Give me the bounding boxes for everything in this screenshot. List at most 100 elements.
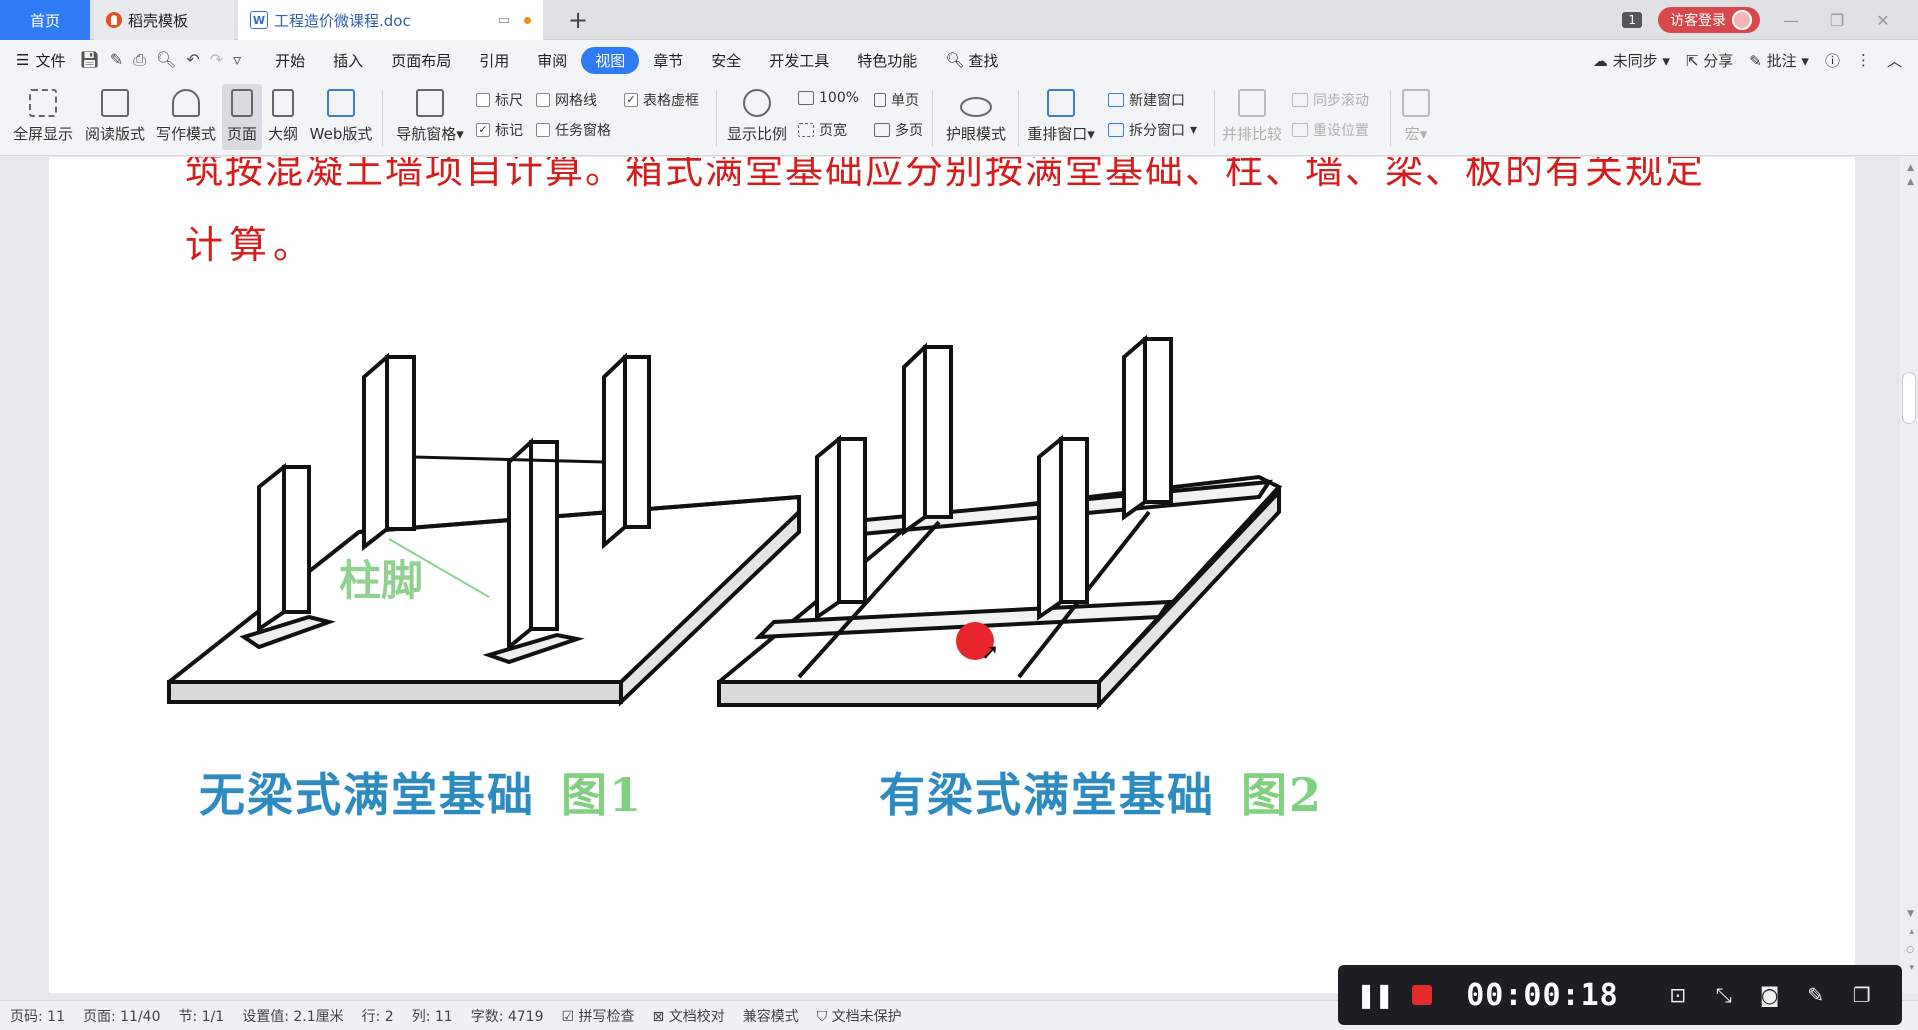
screen-recorder-toolbar: ❚❚ 00:00:18 ⊡ ⤡ ◙ ✎ ❐ <box>1338 965 1902 1025</box>
file-menu[interactable]: ☰ 文件 <box>16 50 65 71</box>
gridlines-checkbox[interactable]: 网格线 <box>536 90 597 110</box>
pause-icon[interactable]: ❚❚ <box>1356 981 1394 1009</box>
scroll-up-icon[interactable]: ▲ <box>1907 163 1914 173</box>
browse-object-icon[interactable]: ○ <box>1906 945 1914 955</box>
new-window-button[interactable]: 新建窗口 <box>1108 90 1185 110</box>
document-page[interactable]: 筑按混凝土墙项目计算。箱式满堂基础应分别按满堂基础、柱、墙、梁、板的有关规定 计… <box>49 157 1855 993</box>
zoom-100-icon <box>798 91 814 105</box>
macro-button[interactable]: 宏▾ <box>1396 84 1436 150</box>
pen-annotate-icon[interactable]: ✎ <box>1807 983 1825 1007</box>
menu-review[interactable]: 审阅 <box>537 51 568 70</box>
reset-position-button[interactable]: 重设位置 <box>1292 120 1369 140</box>
menu-security[interactable]: 安全 <box>711 51 742 70</box>
read-mode-button[interactable]: 阅读版式 <box>82 84 148 150</box>
zoom-100-button[interactable]: 100% <box>798 90 859 106</box>
redo-icon[interactable]: ↷ <box>209 50 224 69</box>
web-layout-button[interactable]: Web版式 <box>306 84 376 150</box>
write-mode-button[interactable]: 写作模式 <box>153 84 219 150</box>
close-icon[interactable]: ✕ <box>1876 10 1890 30</box>
fullscreen-button[interactable]: 全屏显示 <box>10 84 76 150</box>
task-pane-checkbox[interactable]: 任务窗格 <box>536 120 611 140</box>
menu-developer[interactable]: 开发工具 <box>769 51 830 70</box>
page-up-icon[interactable]: ▲ <box>1907 177 1914 187</box>
sync-button[interactable]: ☁ 未同步 ▾ <box>1592 51 1670 70</box>
side-by-side-button[interactable]: 并排比较 <box>1220 84 1284 150</box>
table-grid-checkbox[interactable]: ✓表格虚框 <box>624 90 699 110</box>
restore-icon[interactable]: ❐ <box>1829 10 1845 30</box>
guest-login-button[interactable]: 访客登录 <box>1658 7 1760 33</box>
multi-page-button[interactable]: 多页 <box>874 120 923 140</box>
search-button[interactable]: 🔍︎ 查找 <box>945 50 998 71</box>
status-row[interactable]: 行: 2 <box>361 1008 394 1025</box>
menu-chapter[interactable]: 章节 <box>653 51 684 70</box>
customize-qa-icon[interactable]: ▿ <box>233 50 242 69</box>
slab-beam-figure <box>717 334 1283 711</box>
rearrange-window-button[interactable]: 重排窗口▾ <box>1024 84 1098 150</box>
collapse-ribbon-icon[interactable]: ︿ <box>1886 51 1902 70</box>
ruler-checkbox[interactable]: 标尺 <box>476 90 523 110</box>
zoom-button[interactable]: 显示比例 <box>724 84 790 150</box>
scroll-down-icon[interactable]: ▼ <box>1907 909 1914 919</box>
next-page-icon[interactable]: ▾ <box>1909 963 1914 973</box>
sync-scroll-button[interactable]: 同步滚动 <box>1292 90 1369 110</box>
spell-check-button[interactable]: ☑ 拼写检查 <box>561 1008 635 1025</box>
split-window-button[interactable]: 拆分窗口▾ <box>1108 120 1197 140</box>
tab-home[interactable]: 首页 <box>0 0 90 40</box>
vertical-scrollbar[interactable]: ▲ ▲ ▼ ▴ ○ ▾ <box>1900 157 1918 993</box>
figure2-title: 有梁式满堂基础 <box>879 768 1215 822</box>
status-pages[interactable]: 页面: 11/40 <box>82 1008 161 1025</box>
new-tab-button[interactable]: + <box>567 6 589 34</box>
help-icon[interactable]: ⓘ <box>1824 51 1840 70</box>
region-capture-icon[interactable]: ⊡ <box>1669 983 1687 1007</box>
minimize-icon[interactable]: — <box>1783 10 1799 30</box>
more-icon[interactable]: ⋮ <box>1855 51 1871 69</box>
status-word-count[interactable]: 字数: 4719 <box>470 1008 544 1025</box>
menu-start[interactable]: 开始 <box>275 51 306 70</box>
menu-view[interactable]: 视图 <box>581 46 640 74</box>
split-window-icon <box>1108 123 1124 137</box>
menu-special[interactable]: 特色功能 <box>857 51 918 70</box>
status-setting[interactable]: 设置值: 2.1厘米 <box>242 1008 344 1025</box>
zoom-icon <box>743 89 771 117</box>
menu-insert[interactable]: 插入 <box>333 51 364 70</box>
hamburger-icon: ☰ <box>16 51 30 69</box>
doc-proof-button[interactable]: ⊠ 文档校对 <box>652 1008 725 1025</box>
share-button[interactable]: ⇱ 分享 <box>1685 51 1734 70</box>
figure2-caption: 有梁式满堂基础图2 <box>879 759 1323 825</box>
scroll-thumb[interactable] <box>1902 372 1916 424</box>
guest-login-label: 访客登录 <box>1670 13 1726 29</box>
stop-record-icon[interactable] <box>1412 985 1433 1005</box>
task-pane-check-icon <box>536 123 550 137</box>
format-painter-icon[interactable]: ✎ <box>109 50 124 69</box>
book-icon <box>101 89 129 117</box>
eye-mode-button[interactable]: 护眼模式 <box>940 84 1012 150</box>
window-mode-icon[interactable]: ❐ <box>1852 983 1871 1007</box>
nav-pane-icon <box>416 89 444 117</box>
nav-pane-button[interactable]: 导航窗格▾ <box>392 84 468 150</box>
marks-check-icon: ✓ <box>476 123 490 137</box>
single-page-button[interactable]: 单页 <box>874 90 919 110</box>
save-icon[interactable]: 💾︎ <box>79 50 100 69</box>
comment-button[interactable]: ✎ 批注 ▾ <box>1749 51 1809 70</box>
status-section[interactable]: 节: 1/1 <box>178 1008 225 1025</box>
document-area: 筑按混凝土墙项目计算。箱式满堂基础应分别按满堂基础、柱、墙、梁、板的有关规定 计… <box>0 157 1918 993</box>
menu-page-layout[interactable]: 页面布局 <box>391 51 452 70</box>
tab-document[interactable]: W 工程造价微课程.doc ▭ <box>238 0 543 40</box>
outline-button[interactable]: 大纲 <box>264 84 302 150</box>
tab-daoke[interactable]: 稻壳模板 <box>94 0 234 40</box>
undo-icon[interactable]: ↶ <box>186 50 200 69</box>
shrink-icon[interactable]: ⤡ <box>1715 983 1732 1007</box>
monitor-icon[interactable]: ▭ <box>497 12 510 28</box>
menu-references[interactable]: 引用 <box>479 51 510 70</box>
doc-protect-button[interactable]: ⛉ 文档未保护 <box>816 1008 902 1025</box>
status-page-number[interactable]: 页码: 11 <box>10 1008 65 1025</box>
print-icon[interactable]: ⎙ <box>133 50 146 69</box>
marks-checkbox[interactable]: ✓标记 <box>476 120 523 140</box>
camera-icon[interactable]: ◙ <box>1760 983 1780 1007</box>
page-width-button[interactable]: 页宽 <box>798 120 847 140</box>
prev-page-icon[interactable]: ▴ <box>1909 927 1914 937</box>
page-view-button[interactable]: 页面 <box>222 84 262 150</box>
window-count-badge[interactable]: 1 <box>1622 12 1642 28</box>
print-preview-icon[interactable]: 🔍︎ <box>156 50 177 69</box>
status-col[interactable]: 列: 11 <box>411 1008 453 1025</box>
